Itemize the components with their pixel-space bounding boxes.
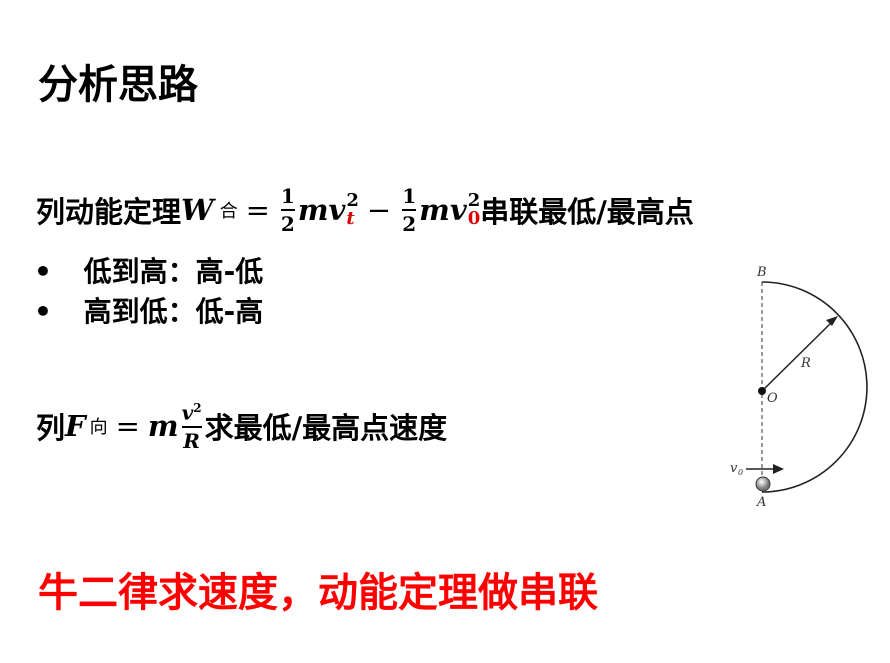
denominator: 2: [280, 212, 295, 236]
ball: [755, 476, 771, 492]
label-o: O: [767, 391, 778, 406]
label-r: R: [800, 356, 811, 371]
label-v0-subscript: 0: [738, 468, 743, 477]
formula-prefix: 列: [36, 411, 66, 446]
superscript: 2: [467, 190, 481, 211]
label-b: B: [756, 265, 767, 280]
bullet-item: • 高到低：低-高: [34, 290, 263, 330]
superscript: 2: [193, 401, 202, 415]
velocity-arrowhead-icon: [773, 464, 784, 474]
numerator: 1: [280, 184, 295, 208]
bullet-item: • 低到高：高-低: [34, 250, 263, 290]
work-symbol: W: [181, 193, 214, 227]
minus-sign: −: [366, 193, 392, 227]
semicircle-track: [761, 281, 868, 493]
superscript: 2: [346, 190, 359, 211]
work-subscript: 合: [219, 201, 238, 222]
force-subscript: 向: [89, 417, 108, 439]
label-v0: v: [730, 461, 738, 476]
equals-sign: =: [245, 193, 270, 227]
denominator: 2: [402, 212, 417, 236]
mass-symbol: m: [147, 409, 179, 444]
bullet-text: 高到低：低-高: [83, 295, 264, 328]
center-point: [758, 387, 766, 395]
slide-title: 分析思路: [38, 62, 198, 108]
mv-term: mv: [298, 193, 346, 227]
bullet-text: 低到高：高-低: [83, 255, 264, 288]
mv-symbol: mv: [419, 193, 467, 227]
mv-term: mv: [419, 193, 467, 227]
equals-sign: =: [115, 409, 140, 444]
numerator: v2: [182, 402, 202, 423]
bullet-icon: •: [34, 295, 52, 328]
velocity-symbol: v: [181, 400, 194, 425]
radius-arrowhead-icon: [826, 316, 838, 326]
radius-line: [761, 321, 833, 392]
mv-symbol: mv: [297, 193, 346, 227]
formula-suffix: 求最低/最高点速度: [204, 411, 448, 446]
formula-suffix: 串联最低/最高点: [480, 195, 694, 229]
force-symbol: F: [65, 409, 86, 444]
formula-prefix: 列动能定理: [36, 195, 182, 229]
subscript-0: 0: [467, 208, 481, 229]
bullet-icon: •: [34, 255, 52, 288]
conclusion-text: 牛二律求速度，动能定理做串联: [38, 570, 598, 616]
subscript-t: t: [346, 208, 355, 229]
denominator: R: [183, 428, 200, 453]
numerator: 1: [402, 184, 417, 208]
label-a: A: [756, 495, 766, 510]
